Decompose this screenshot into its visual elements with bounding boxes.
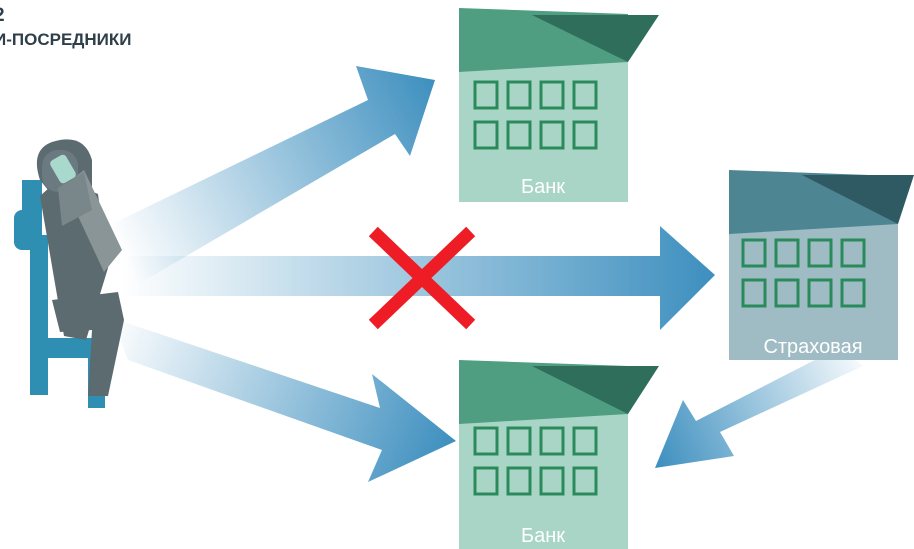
heading-title: И-ПОСРЕДНИКИ	[0, 30, 132, 49]
arrow-to-bank-top	[108, 66, 435, 286]
red-cross-icon	[368, 226, 476, 330]
bank-bottom-label: Банк	[521, 525, 565, 547]
bank-building-top: Банк	[459, 8, 659, 202]
person-on-phone-icon	[14, 139, 124, 408]
heading: 2 И-ПОСРЕДНИКИ	[0, 4, 131, 52]
arrow-insurance-to-bank	[655, 347, 863, 468]
windows-grid	[473, 80, 598, 150]
bank-building-bottom: Банк	[459, 360, 659, 549]
insurance-building: Страховая	[729, 170, 914, 360]
insurance-label: Страховая	[763, 336, 862, 358]
windows-grid	[473, 426, 598, 496]
windows-grid	[741, 238, 866, 308]
bank-top-label: Банк	[521, 176, 565, 198]
arrow-to-bank-bottom	[112, 318, 456, 482]
heading-number: 2	[0, 4, 131, 28]
